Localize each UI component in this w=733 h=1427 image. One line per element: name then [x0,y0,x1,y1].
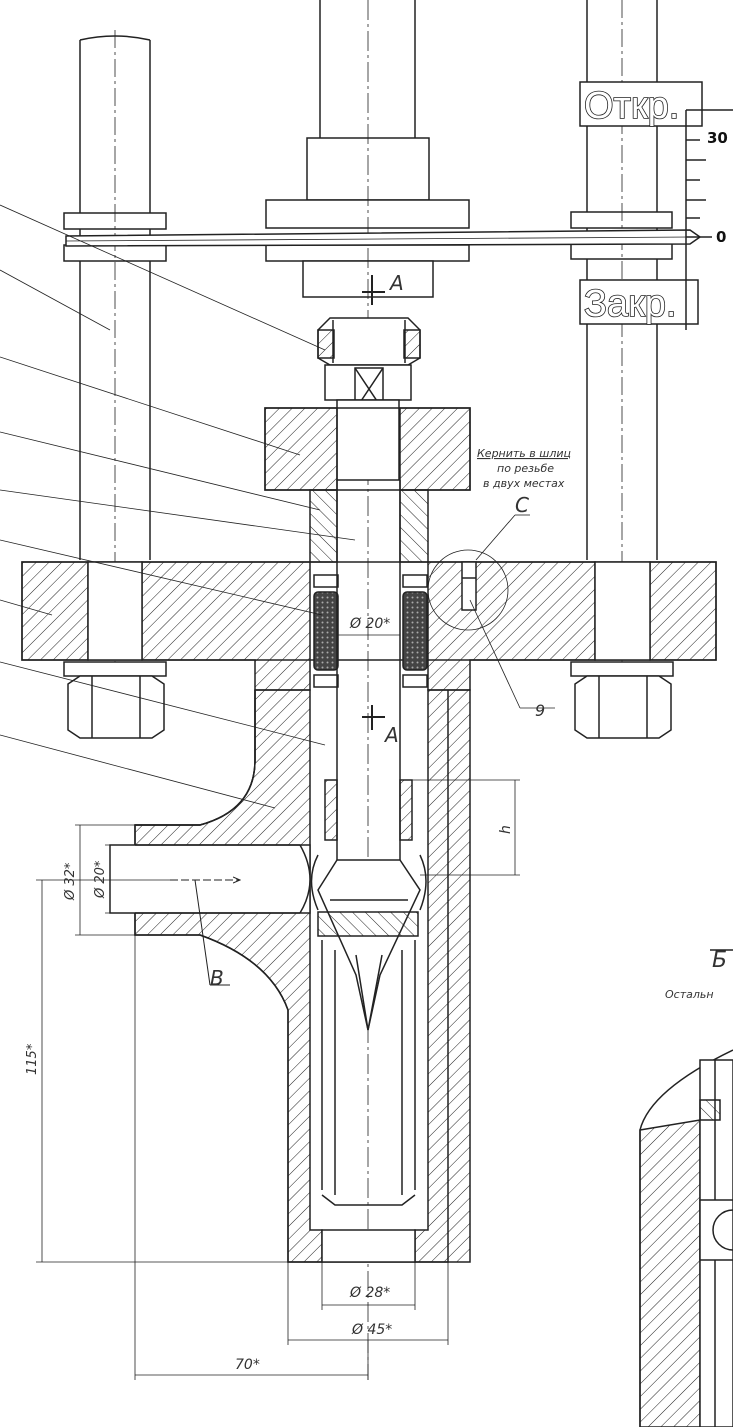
union-nut [317,317,421,366]
packing-rings [313,574,428,688]
leader-lines [0,204,555,809]
gland-nut [264,407,471,491]
valve-plug [310,779,427,1031]
section-a-bottom: А [383,723,399,747]
dim-length-70: 70* [235,1357,260,1373]
flow-arrow [170,880,240,986]
dim-bottom-outer: Ø 45* [351,1322,392,1338]
left-nut [63,661,167,739]
punch-note-line2: по резьбе [497,462,554,475]
pointer-plate [65,229,702,247]
dim-inlet-outer: Ø 32* [63,862,78,901]
punch-note-line3: в двух местах [483,477,565,490]
right-nut [570,661,674,739]
dim-stroke-h: h [498,825,514,834]
stem-square-head [324,364,412,481]
section-a-markers [362,275,385,730]
callout-9: 9 [535,701,545,720]
position-scale [579,81,733,330]
inlet-port [109,844,311,914]
detail-label-c: С [515,493,529,517]
valve-stem [336,480,401,860]
dim-bottom-inner: Ø 28* [349,1285,390,1301]
upper-spindle [265,0,470,1380]
detail-c-circle [427,549,509,631]
dim-inlet-inner: Ø 20* [93,860,108,899]
close-label: Закр. [584,283,676,325]
flow-label-b: В [210,966,224,990]
partial-view-b [639,949,733,1427]
valve-body [134,689,471,1263]
scale-tick-30: 30 [707,129,728,147]
dim-stem-dia: Ø 20* [349,616,390,632]
bonnet-upper [309,489,429,563]
view-label-right: Б [712,948,727,973]
scale-tick-0: 0 [716,228,726,246]
partial-note: Остальн [665,988,714,1001]
lower-bore [321,940,416,1206]
section-a-top: А [388,271,404,295]
dimension-lines [36,634,520,1380]
punch-note-line1: Кернить в шлиц [477,447,571,460]
dim-height-115: 115* [25,1043,40,1075]
open-label: Откр. [584,85,679,127]
